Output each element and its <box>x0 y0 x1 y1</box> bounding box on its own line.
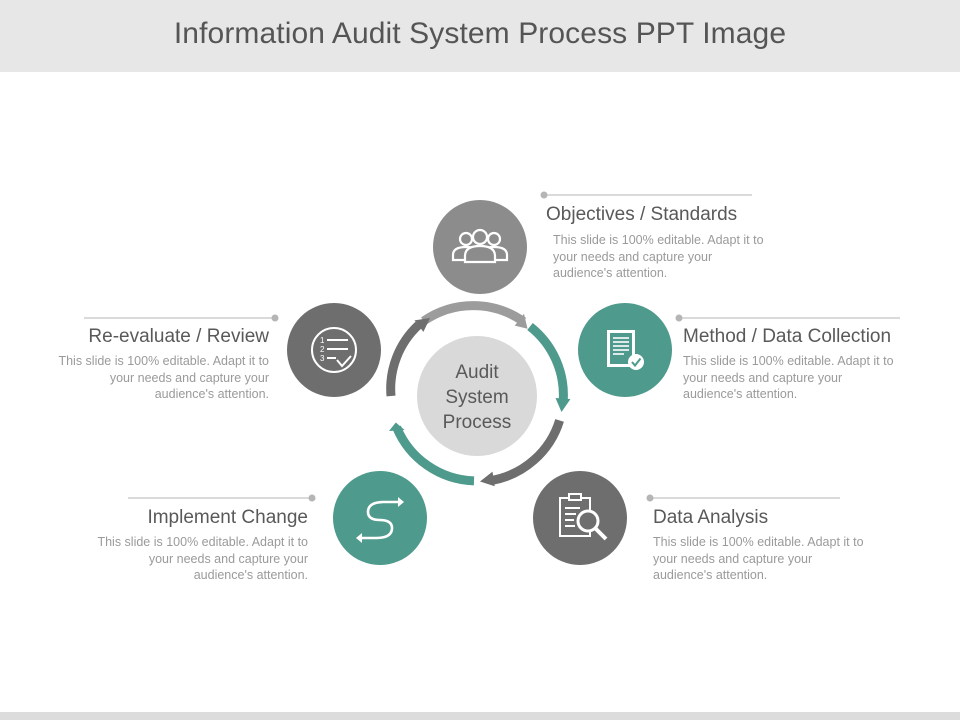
svg-text:2: 2 <box>320 345 325 354</box>
center-disc <box>417 336 537 456</box>
step-description-analysis: This slide is 100% editable. Adapt it to… <box>653 535 864 582</box>
center-label-line2: System <box>445 387 508 408</box>
step-heading-objectives: Objectives / Standards <box>546 204 738 225</box>
s-arrows-icon <box>356 497 404 543</box>
step-description-objectives: This slide is 100% editable. Adapt it to… <box>553 233 764 280</box>
cycle-arrowhead-5 <box>414 318 430 332</box>
document-check-icon <box>607 330 644 370</box>
connector-dot-method <box>675 314 683 322</box>
numbered-list-icon: 1 2 3 <box>311 327 357 373</box>
connector-dot-objectives <box>540 191 548 199</box>
cycle-arc-1 <box>421 301 527 326</box>
svg-text:3: 3 <box>320 354 325 363</box>
people-group-icon <box>451 228 509 264</box>
connector-dot-analysis <box>646 494 654 502</box>
cycle-arrowhead-3 <box>480 471 495 487</box>
bottom-strip <box>0 712 960 720</box>
clipboard-magnifier-icon <box>559 493 608 541</box>
cycle-arrowhead-4 <box>389 422 405 431</box>
connector-dot-review <box>271 314 279 322</box>
step-heading-implement: Implement Change <box>147 507 308 528</box>
cycle-arc-2 <box>527 322 568 403</box>
step-heading-review: Re-evaluate / Review <box>88 326 269 347</box>
cycle-arrowhead-2 <box>555 398 571 412</box>
step-heading-method: Method / Data Collection <box>683 326 892 347</box>
cycle-arrowhead-1 <box>514 313 528 329</box>
cycle-arc-5 <box>386 321 422 397</box>
title-bar <box>0 0 960 72</box>
cycle-arc-4 <box>392 425 475 486</box>
step-circle-implement <box>333 471 427 565</box>
center-label-line1: Audit <box>455 362 499 383</box>
center-label-line3: Process <box>443 412 512 433</box>
step-description-implement: This slide is 100% editable. Adapt it to… <box>97 535 308 582</box>
cycle-arc-3 <box>490 418 564 485</box>
cycle-ring <box>386 301 571 487</box>
step-description-method: This slide is 100% editable. Adapt it to… <box>683 354 894 401</box>
svg-text:1: 1 <box>320 336 325 345</box>
step-description-review: This slide is 100% editable. Adapt it to… <box>58 354 269 401</box>
slide-title: Information Audit System Process PPT Ima… <box>173 17 787 50</box>
connector-dot-implement <box>308 494 316 502</box>
step-heading-analysis: Data Analysis <box>653 507 769 528</box>
